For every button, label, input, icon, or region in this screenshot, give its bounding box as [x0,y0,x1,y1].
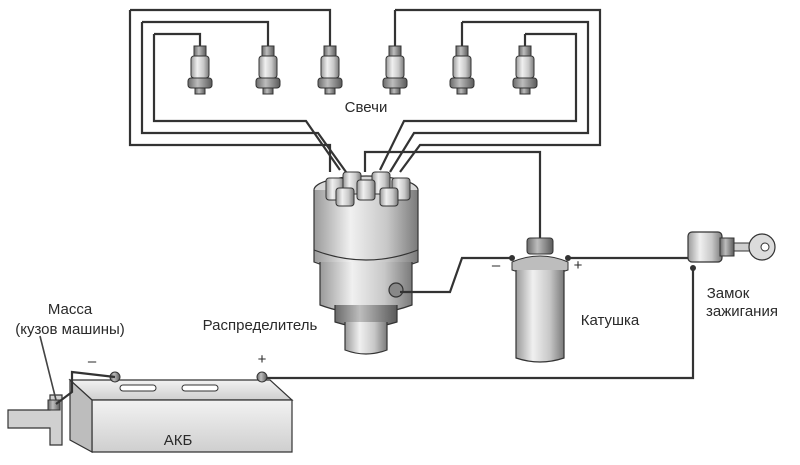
distributor-terminal [388,282,404,298]
ignition-label-1: Замок [707,285,750,302]
spark-plug-5 [449,45,475,95]
ignition-coil [509,237,571,363]
hv-coil-wire [363,150,542,240]
ground-body [7,394,63,446]
spark-plug-3 [317,45,343,95]
battery-minus-label: – [88,353,97,370]
battery [68,371,294,454]
distributor [313,171,419,355]
ignition-switch [687,231,776,271]
spark-plugs [187,45,538,95]
battery-plus-label: + [258,351,267,368]
plugs-label: Свечи [345,99,388,116]
coil-plus-label: + [574,257,583,274]
ignition-label-2: зажигания [706,303,778,320]
battery-label: АКБ [164,432,193,449]
battery-positive-terminal [256,371,268,383]
plug-wires [128,8,602,173]
ground-label-2: (кузов машины) [15,321,125,338]
spark-plug-2 [255,45,281,95]
lv-coil-wire [400,256,510,294]
ground-wire [55,370,116,405]
coil-minus-label: – [492,257,501,274]
spark-plug-6 [512,45,538,95]
battery-positive-wire [262,268,695,380]
spark-plug-4 [382,45,408,95]
distributor-label: Распределитель [203,317,318,334]
coil-label: Катушка [581,312,640,329]
spark-plug-1 [187,45,213,95]
ground-leader-line [39,335,57,401]
ground-label-1: Масса [48,301,93,318]
